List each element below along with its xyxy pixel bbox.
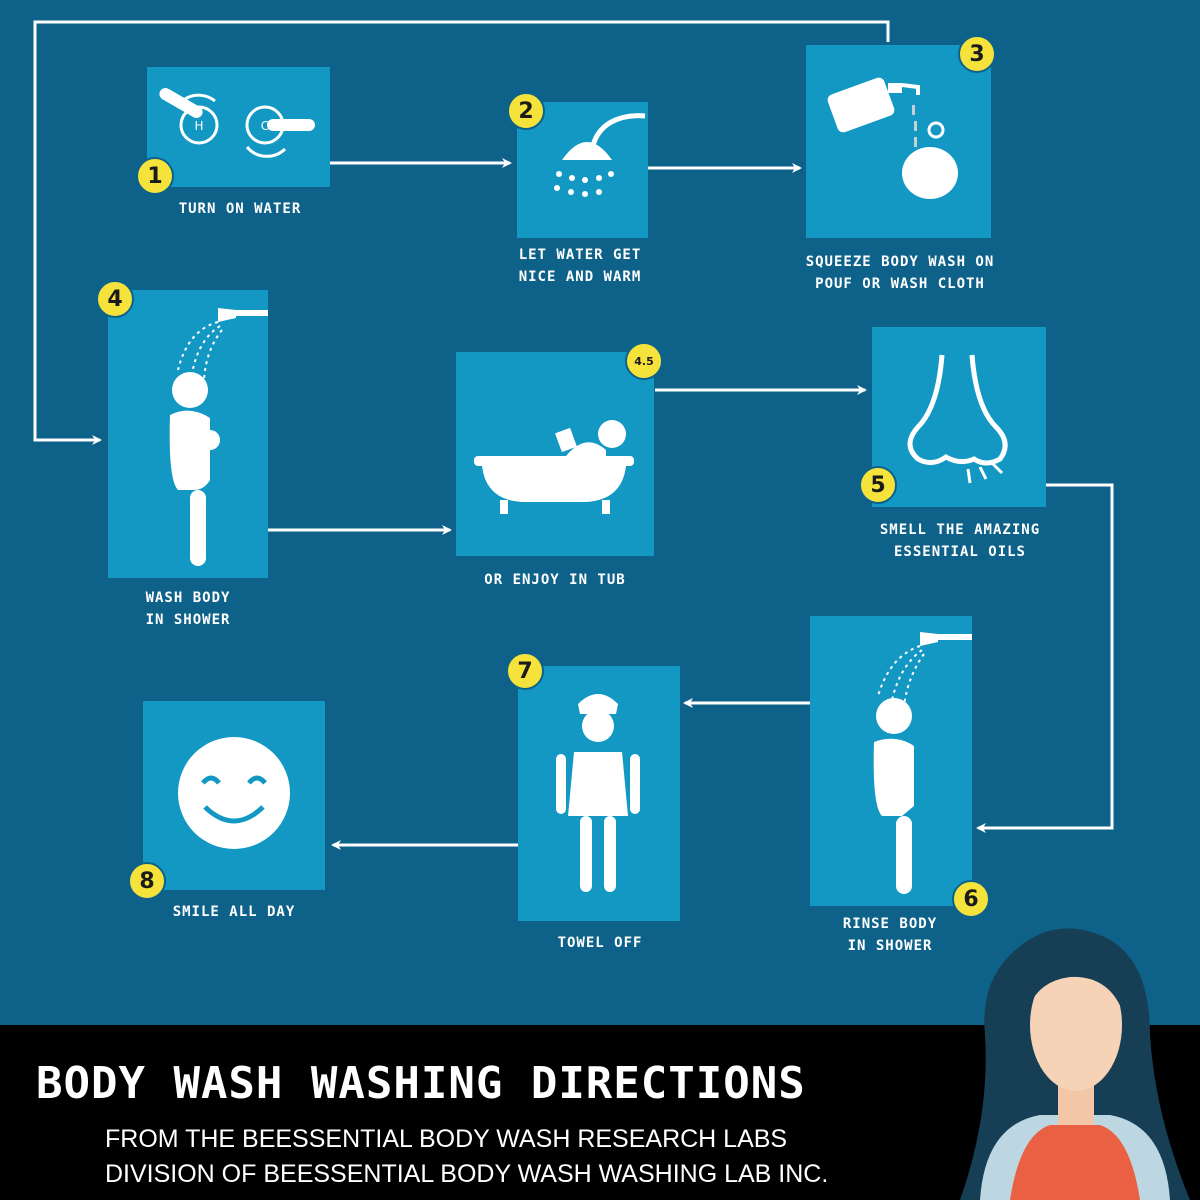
step-4-badge: 4 xyxy=(96,280,134,318)
person-towel-icon xyxy=(556,694,640,892)
woman-illustration xyxy=(960,928,1190,1200)
step-4.5-label: OR ENJOY IN TUB xyxy=(484,572,626,588)
step-4.5-card xyxy=(456,352,654,556)
step-8-badge: 8 xyxy=(128,862,166,900)
step-5-badge: 5 xyxy=(859,466,897,504)
step-2-badge: 2 xyxy=(507,92,545,130)
step-1-badge: 1 xyxy=(136,157,174,195)
step-8-label: SMILE ALL DAY xyxy=(172,904,296,920)
step-3-card xyxy=(806,45,991,238)
nose-icon xyxy=(907,354,1008,484)
step-5-card xyxy=(872,327,1046,507)
step-7-badge: 7 xyxy=(506,652,544,690)
step-1-card: H C xyxy=(147,67,330,187)
step-1-label: TURN ON WATER xyxy=(178,201,302,217)
arrow-3-to-4 xyxy=(33,20,890,445)
step-4-card xyxy=(108,290,268,578)
smiley-face-icon xyxy=(178,737,290,849)
person-showering-icon xyxy=(169,308,268,566)
step-3-badge: 3 xyxy=(958,35,996,73)
cold-label: C xyxy=(261,119,269,133)
step-4.5-badge: 4.5 xyxy=(625,342,663,380)
faucet-handles-icon: H C xyxy=(159,88,315,158)
step-7-label: TOWEL OFF xyxy=(557,935,643,951)
page-title: BODY WASH WASHING DIRECTIONS xyxy=(36,1058,806,1109)
step-8-card xyxy=(143,701,325,890)
person-rinsing-icon xyxy=(873,632,972,894)
subtitle-line-1: FROM THE BEESSENTIAL BODY WASH RESEARCH … xyxy=(105,1125,788,1153)
step-2-card xyxy=(517,102,648,238)
step-6-card xyxy=(810,616,972,906)
arrow-5-to-6 xyxy=(976,483,1114,833)
hot-label: H xyxy=(194,119,203,133)
step-7-card xyxy=(518,666,680,921)
step-6-badge: 6 xyxy=(952,880,990,918)
shower-head-icon xyxy=(554,113,646,197)
body-wash-bottle-pouf-icon xyxy=(827,77,958,199)
subtitle-line-2: DIVISION OF BEESSENTIAL BODY WASH WASHIN… xyxy=(105,1160,829,1188)
bathtub-icon xyxy=(474,420,634,514)
